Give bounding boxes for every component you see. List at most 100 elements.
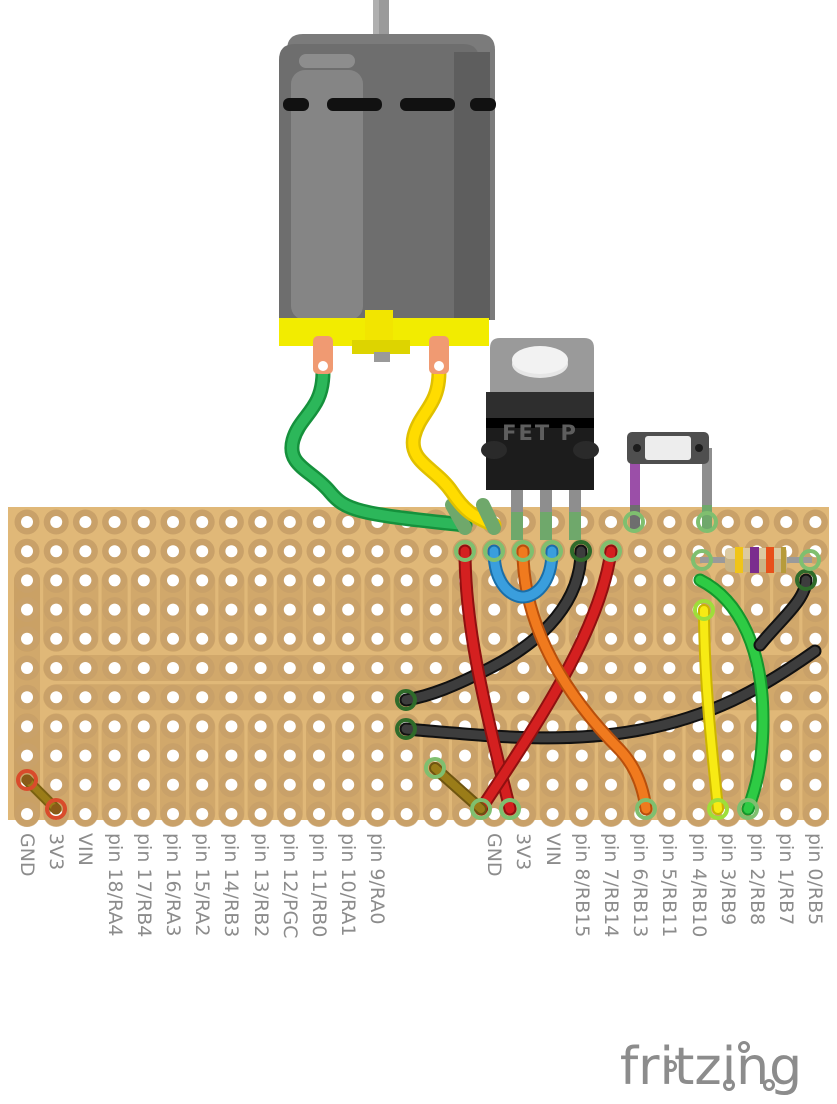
board-hole[interactable] [225,632,238,645]
board-hole[interactable] [79,691,92,704]
board-hole[interactable] [283,545,296,558]
board-hole[interactable] [575,603,588,616]
board-hole[interactable] [605,778,617,791]
board-hole[interactable] [50,662,63,674]
board-hole[interactable] [400,749,413,762]
board-hole[interactable] [663,749,676,762]
board-hole[interactable] [254,778,267,791]
board-hole[interactable] [21,808,33,820]
board-hole[interactable] [721,720,734,733]
board-hole[interactable] [313,516,325,528]
board-hole[interactable] [809,516,822,528]
board-hole[interactable] [721,749,734,762]
board-hole[interactable] [167,516,179,528]
board-hole[interactable] [517,778,530,791]
board-hole[interactable] [167,691,179,704]
board-hole[interactable] [21,603,33,616]
board-hole[interactable] [137,808,150,820]
board-hole[interactable] [137,516,150,528]
board-hole[interactable] [313,632,325,645]
board-hole[interactable] [605,662,617,674]
board-hole[interactable] [546,778,559,791]
board-hole[interactable] [108,603,121,616]
board-hole[interactable] [342,778,355,791]
board-hole[interactable] [79,808,92,820]
board-hole[interactable] [79,778,92,791]
board-hole[interactable] [809,808,822,820]
board-hole[interactable] [283,574,296,587]
board-hole[interactable] [605,516,617,528]
board-hole[interactable] [400,603,413,616]
board-hole[interactable] [371,545,384,558]
board-hole[interactable] [663,808,676,820]
board-hole[interactable] [254,720,267,733]
board-hole[interactable] [196,632,209,645]
board-hole[interactable] [313,603,325,616]
board-hole[interactable] [634,574,647,587]
board-hole[interactable] [313,808,325,820]
board-hole[interactable] [254,574,267,587]
board-hole[interactable] [21,749,33,762]
board-hole[interactable] [50,574,63,587]
board-hole[interactable] [809,662,822,674]
board-hole[interactable] [371,603,384,616]
board-hole[interactable] [721,632,734,645]
board-hole[interactable] [342,749,355,762]
pushbutton[interactable] [623,432,718,533]
board-hole[interactable] [634,749,647,762]
board-hole[interactable] [167,662,179,674]
board-hole[interactable] [283,749,296,762]
board-hole[interactable] [225,603,238,616]
board-hole[interactable] [79,603,92,616]
board-hole[interactable] [225,778,238,791]
board-hole[interactable] [196,516,209,528]
board-hole[interactable] [225,691,238,704]
board-hole[interactable] [517,662,530,674]
jumper-black-upper[interactable] [399,544,588,707]
board-hole[interactable] [780,749,793,762]
board-hole[interactable] [371,574,384,587]
board-hole[interactable] [254,749,267,762]
board-hole[interactable] [225,808,238,820]
board-hole[interactable] [254,691,267,704]
board-hole[interactable] [167,603,179,616]
board-hole[interactable] [546,808,559,820]
jumper-blue[interactable] [487,544,559,604]
jumper-black-right[interactable] [753,573,813,652]
board-hole[interactable] [225,749,238,762]
board-hole[interactable] [50,545,63,558]
board-hole[interactable] [50,691,63,704]
board-hole[interactable] [342,808,355,820]
board-hole[interactable] [196,808,209,820]
board-hole[interactable] [342,662,355,674]
board-hole[interactable] [283,720,296,733]
board-hole[interactable] [400,778,413,791]
jumper-yellow-right[interactable] [698,604,724,815]
board-hole[interactable] [605,603,617,616]
board-hole[interactable] [371,662,384,674]
board-hole[interactable] [108,574,121,587]
board-hole[interactable] [108,545,121,558]
board-hole[interactable] [721,662,734,674]
board-hole[interactable] [137,662,150,674]
board-hole[interactable] [196,749,209,762]
board-hole[interactable] [225,720,238,733]
motor-lead-green[interactable] [284,364,473,535]
board-hole[interactable] [371,720,384,733]
board-hole[interactable] [429,778,442,791]
board-hole[interactable] [167,808,179,820]
board-hole[interactable] [79,749,92,762]
board-hole[interactable] [137,749,150,762]
board-hole[interactable] [313,662,325,674]
board-hole[interactable] [605,691,617,704]
board-hole[interactable] [663,516,676,528]
board-hole[interactable] [254,632,267,645]
board-hole[interactable] [780,574,793,587]
board-hole[interactable] [108,720,121,733]
board-hole[interactable] [692,749,705,762]
board-hole[interactable] [342,603,355,616]
board-hole[interactable] [50,516,63,528]
board-hole[interactable] [663,603,676,616]
board-hole[interactable] [225,516,238,528]
board-hole[interactable] [254,662,267,674]
